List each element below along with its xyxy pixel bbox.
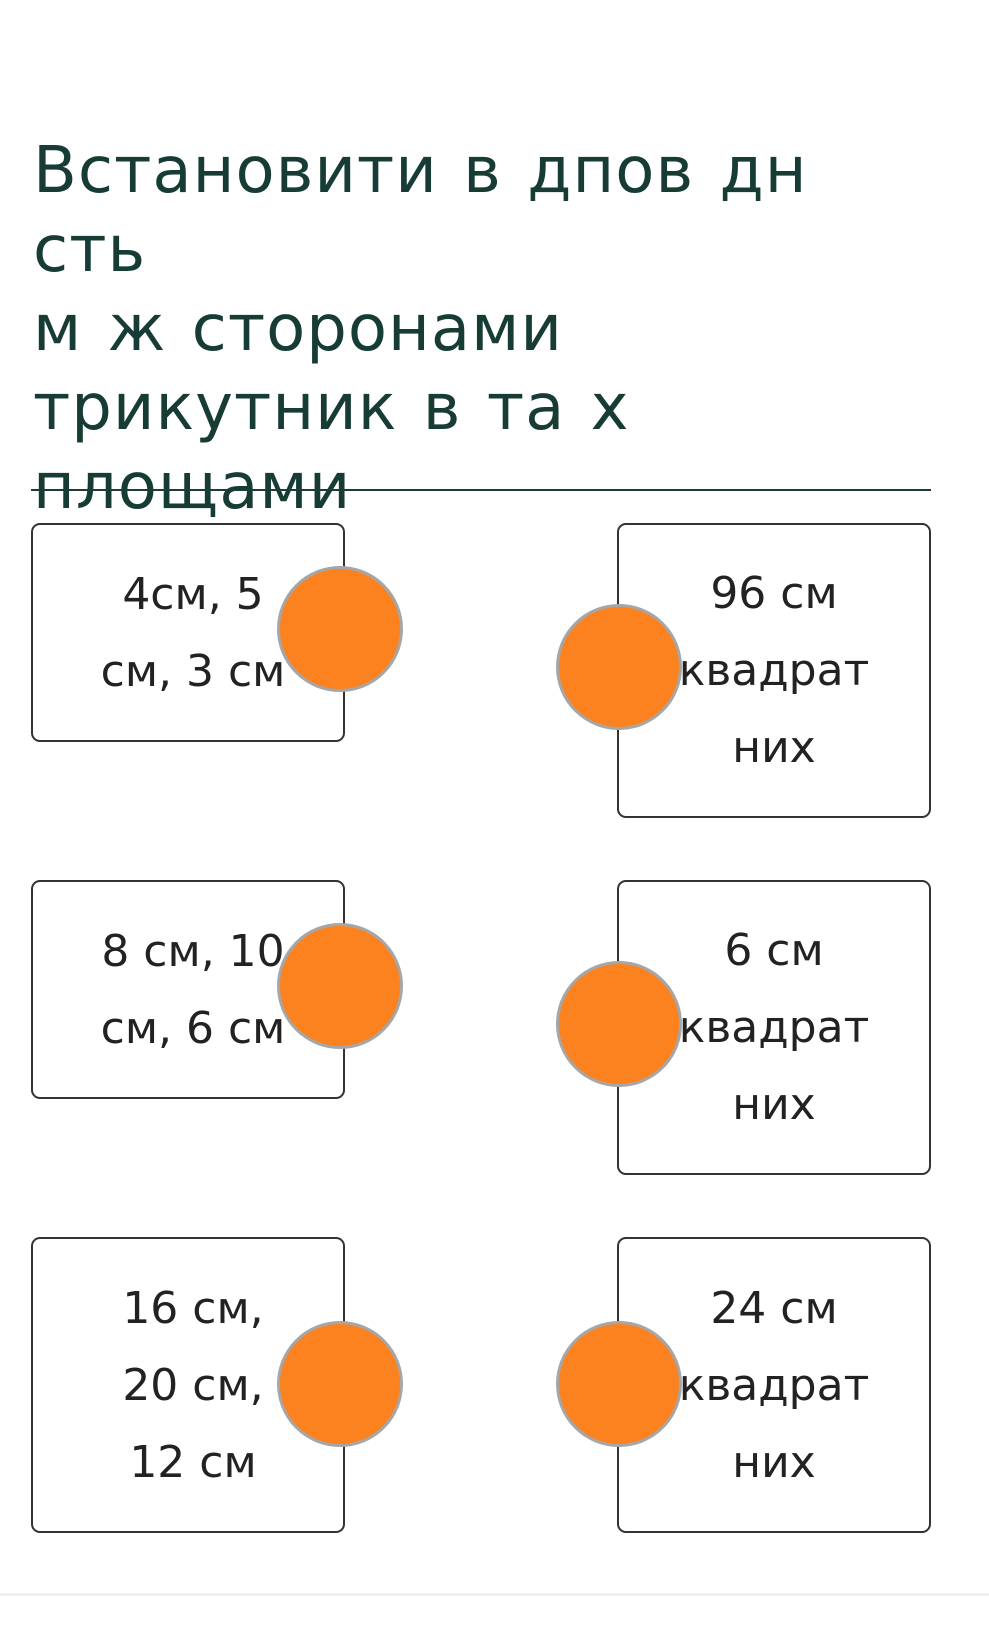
right-connector-dot-2[interactable] xyxy=(556,961,682,1087)
right-card-3[interactable]: 24 см квадрат них xyxy=(617,1237,931,1533)
right-card-2-label: 6 см квадрат них xyxy=(678,925,870,1130)
right-connector-dot-3[interactable] xyxy=(556,1321,682,1447)
left-card-1-label: 4см, 5 см, 3 см xyxy=(100,568,286,697)
left-card-3-label: 16 см, 20 см, 12 см xyxy=(122,1282,264,1488)
right-card-3-label: 24 см квадрат них xyxy=(678,1282,870,1488)
left-card-3[interactable]: 16 см, 20 см, 12 см xyxy=(31,1237,345,1533)
question-title: Встановити в дпов дн сть м ж сторонами т… xyxy=(33,134,808,524)
title-divider xyxy=(31,489,931,491)
left-card-2-label: 8 см, 10 см, 6 см xyxy=(100,925,286,1054)
left-connector-dot-1[interactable] xyxy=(277,566,403,692)
right-card-1-label: 96 см квадрат них xyxy=(678,568,870,773)
bottom-divider xyxy=(0,1593,989,1596)
left-connector-dot-3[interactable] xyxy=(277,1321,403,1447)
right-connector-dot-1[interactable] xyxy=(556,604,682,730)
left-connector-dot-2[interactable] xyxy=(277,923,403,1049)
